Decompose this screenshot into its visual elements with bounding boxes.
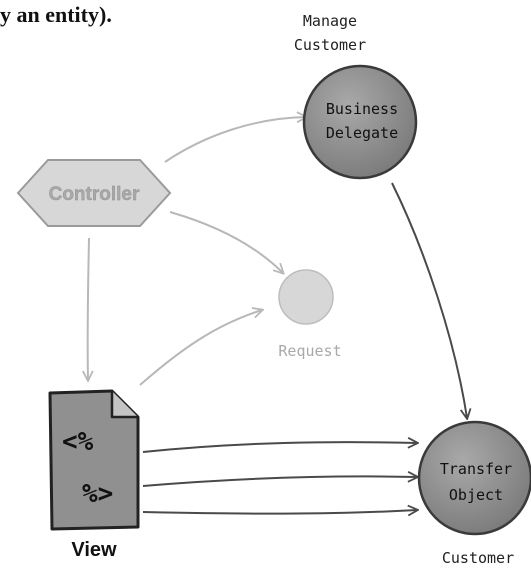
- arrow-view-to-transfer-object-1: [142, 442, 417, 453]
- arrow-controller-to-business-delegate: [164, 117, 306, 163]
- request-circle: [278, 269, 334, 325]
- controller-node: Controller: [16, 159, 172, 227]
- business-delegate-label-line1: Business: [326, 100, 398, 118]
- view-document-fold: [110, 391, 138, 419]
- request-node: Request: [278, 269, 342, 360]
- transfer-object-label-line1: Transfer: [440, 460, 512, 478]
- request-label: Request: [278, 342, 341, 360]
- business-delegate-caption-line2: Customer: [294, 36, 366, 54]
- business-delegate-caption-line1: Manage: [303, 12, 357, 30]
- transfer-object-node: Transfer Object Customer: [417, 420, 531, 567]
- business-delegate-circle: [302, 64, 418, 180]
- transfer-object-caption: Customer: [442, 549, 514, 567]
- arrow-controller-to-view: [88, 237, 89, 380]
- view-code-close-tag: %>: [82, 479, 113, 509]
- view-node: <% %> View: [48, 389, 140, 561]
- controller-label: Controller: [49, 184, 140, 205]
- view-code-open-tag: <%: [62, 427, 94, 457]
- arrow-view-to-transfer-object-3: [142, 510, 417, 514]
- arrow-controller-to-request: [169, 211, 283, 273]
- controller-shape: [16, 159, 172, 227]
- arrow-view-to-transfer-object-2: [142, 476, 417, 487]
- arrow-business-delegate-to-transfer-object: [391, 182, 467, 418]
- view-document-shape: [48, 389, 140, 531]
- transfer-object-label-line2: Object: [449, 486, 503, 504]
- business-delegate-label-line2: Delegate: [326, 124, 398, 142]
- transfer-object-circle: [417, 420, 531, 536]
- header-fragment: y an entity).: [0, 2, 112, 27]
- arrow-view-to-request: [139, 310, 262, 386]
- business-delegate-node: Business Delegate: [302, 64, 418, 180]
- view-label: View: [71, 539, 117, 561]
